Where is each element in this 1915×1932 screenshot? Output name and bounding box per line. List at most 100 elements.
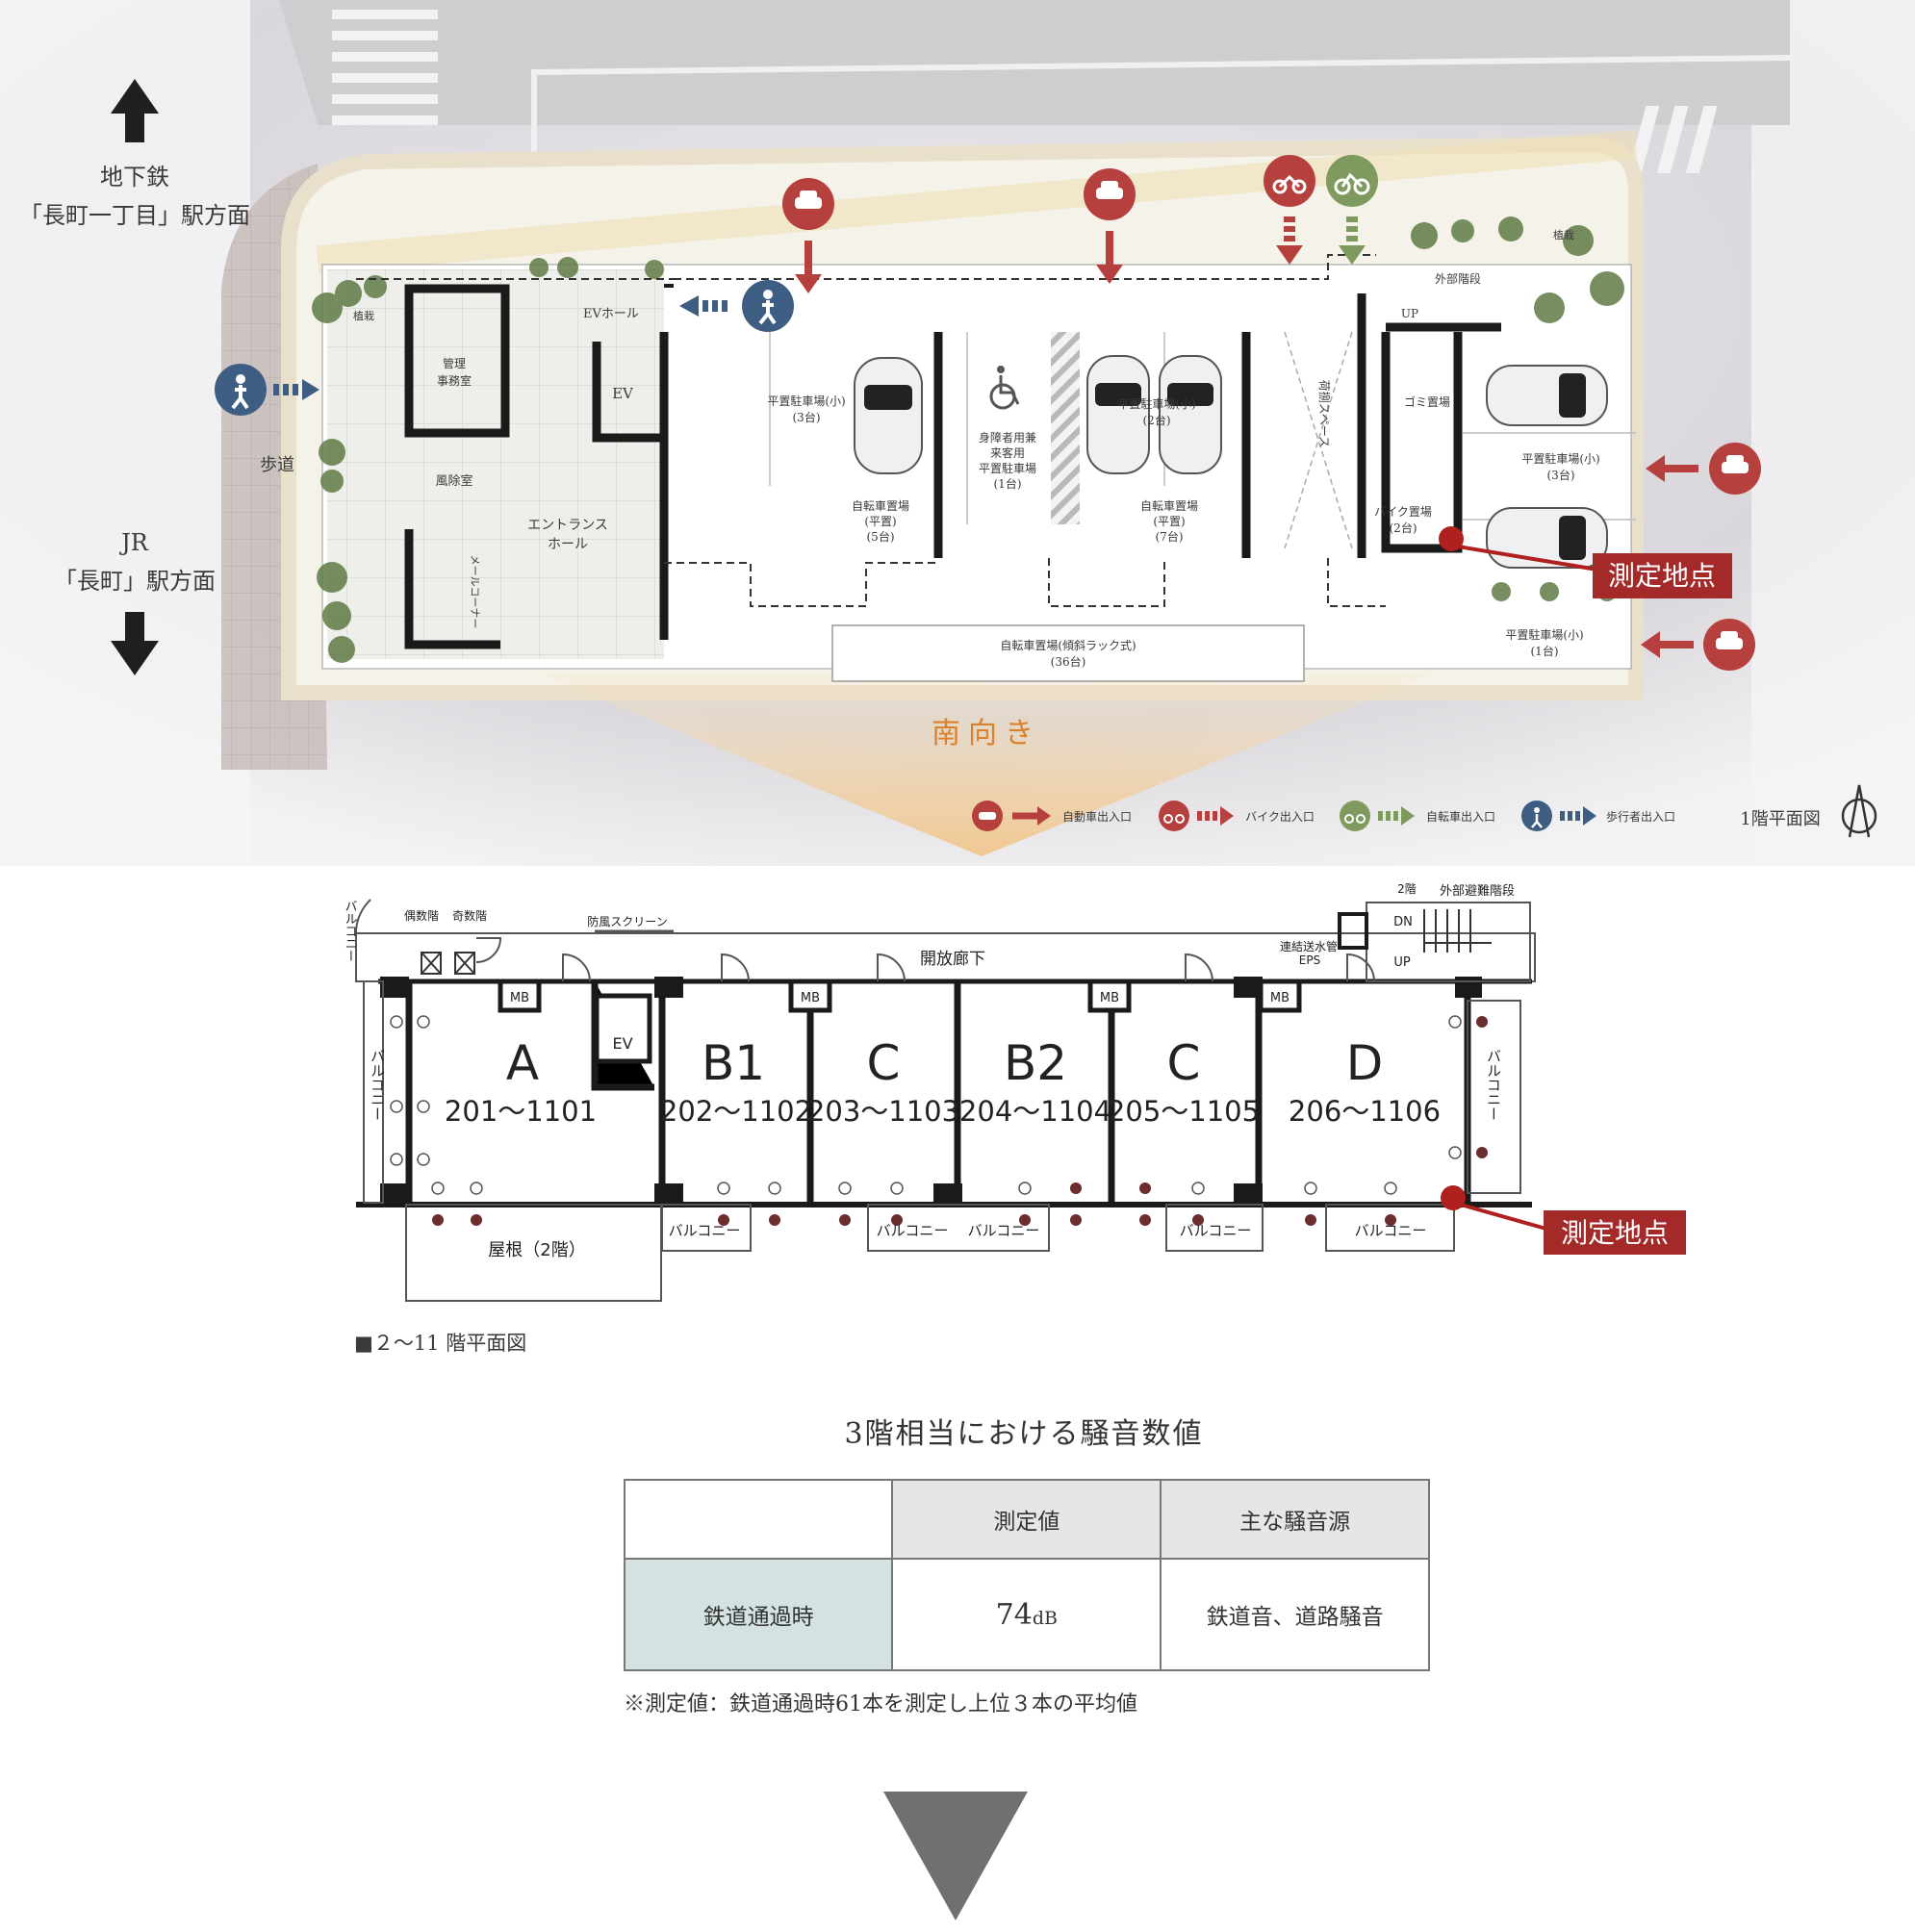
even-floor-label: 偶数階 <box>404 908 439 923</box>
svg-text:(3台): (3台) <box>1547 468 1575 482</box>
mb-label-4: MB <box>1270 991 1289 1005</box>
svg-text:(2台): (2台) <box>1143 413 1171 427</box>
unit-A: A 201〜1101 <box>445 1035 597 1128</box>
row-label: 鉄道通過時 <box>623 1558 894 1671</box>
unit-range: 205〜1105 <box>1108 1095 1260 1128</box>
balcony-label-c1: バルコニー <box>877 1222 949 1239</box>
unit-D: D 206〜1106 <box>1289 1035 1441 1128</box>
svg-text:(7台): (7台) <box>1156 529 1184 544</box>
bicycle-entrance <box>1326 155 1378 265</box>
pipe-label: 連結送水管 <box>1280 939 1338 953</box>
car-entrance-2 <box>1084 168 1136 284</box>
odd-floor-label: 奇数階 <box>452 908 487 923</box>
measure-point-label-2: 測定地点 <box>1561 1217 1669 1249</box>
svg-text:(1台): (1台) <box>1531 644 1559 658</box>
svg-text:ホール: ホール <box>548 537 588 552</box>
roof-label: 屋根（2階） <box>488 1240 585 1260</box>
site-plan-text: 地下鉄 「長町一丁目」駅方面 JR 「長町」駅方面 歩道 南向き 1階平面図 測… <box>19 164 1821 829</box>
wheelchair-icon <box>989 375 1020 410</box>
measure-point-dot-2 <box>1441 1185 1466 1210</box>
north-direction-line1: 地下鉄 <box>100 164 169 191</box>
car-entrance-4 <box>1641 619 1755 671</box>
legend-pedestrian: 歩行者出入口 <box>1606 809 1675 824</box>
mb-label-3: MB <box>1100 991 1119 1005</box>
balcony-label-nw: バルコニー <box>343 900 358 962</box>
up-label-floor: UP <box>1393 955 1411 970</box>
table-header-measured: 測定値 <box>891 1479 1162 1560</box>
table-note: ※測定値：鉄道通過時61本を測定し上位３本の平均値 <box>624 1692 1137 1716</box>
floor-plan-caption: ■２～11 階平面図 <box>354 1332 526 1355</box>
sidewalk-label: 歩道 <box>260 455 294 475</box>
south-direction-line2: 「長町」駅方面 <box>54 568 216 595</box>
bike-rack-36-label: 自転車置場(傾斜ラック式) <box>1000 639 1136 652</box>
unit-letter: C <box>1167 1035 1201 1091</box>
unit-C-1: C 203〜1103 <box>807 1035 959 1128</box>
svg-text:(平置): (平置) <box>1153 515 1185 528</box>
loading-space-label: 荷捌スペース <box>1317 380 1332 448</box>
scroll-down-arrow-icon[interactable] <box>883 1792 1028 1924</box>
pedestrian-entrance-top <box>679 280 794 332</box>
dn-label: DN <box>1393 915 1413 929</box>
svg-text:平置駐車場: 平置駐車場 <box>979 461 1036 475</box>
balcony-label-east: バルコニー <box>1485 1049 1502 1121</box>
noise-table: 測定値 主な騒音源 鉄道通過時 74dB 鉄道音、道路騒音 <box>623 1479 1430 1671</box>
unit-B1: B1 202〜1102 <box>660 1035 812 1128</box>
floor2-label: 2階 <box>1397 881 1417 896</box>
balcony-label-c2: バルコニー <box>1180 1222 1252 1239</box>
measured-value-cell: 74dB <box>891 1558 1162 1671</box>
compass-icon <box>1841 784 1877 838</box>
svg-text:(5台): (5台) <box>867 529 895 544</box>
north-direction-line2: 「長町一丁目」駅方面 <box>19 202 250 229</box>
parking-right-3-label: 平置駐車場(小) <box>1521 451 1599 466</box>
measured-value: 74 <box>995 1597 1033 1632</box>
svg-text:(1台): (1台) <box>994 476 1022 491</box>
unit-range: 203〜1103 <box>807 1095 959 1128</box>
balcony-label-west: バルコニー <box>369 1049 386 1121</box>
measure-point-label: 測定地点 <box>1608 560 1716 592</box>
legend-motorbike: バイク出入口 <box>1245 810 1315 824</box>
unit-letter: C <box>867 1035 901 1091</box>
unit-range: 201〜1101 <box>445 1095 597 1128</box>
planting-label-2: 植栽 <box>1553 228 1574 242</box>
svg-text:来客用: 来客用 <box>990 445 1025 460</box>
balcony-label-d: バルコニー <box>1355 1222 1427 1239</box>
bike-flat-7-label: 自転車置場 <box>1140 499 1198 513</box>
entrance-hall-label: エントランス <box>527 518 608 533</box>
legend-bicycle: 自転車出入口 <box>1426 810 1495 824</box>
balcony-label-b1: バルコニー <box>669 1222 741 1239</box>
typical-floor-plan: 測定地点 A 201〜1101 B1 202〜1102 C 203〜1103 B… <box>343 881 1686 1355</box>
mb-label-2: MB <box>801 991 820 1005</box>
north-arrow <box>111 79 159 142</box>
legend-car: 自動車出入口 <box>1062 810 1132 824</box>
unit-C-2: C 205〜1105 <box>1108 1035 1260 1128</box>
unit-letter: B2 <box>1004 1035 1067 1091</box>
office-label: 管理 <box>443 356 466 370</box>
car-entrance-1 <box>782 178 834 293</box>
south-arrow <box>111 612 159 675</box>
parking-right-1-label: 平置駐車場(小) <box>1505 627 1583 642</box>
ev-label-floor: EV <box>612 1034 632 1053</box>
svg-text:事務室: 事務室 <box>437 373 472 388</box>
noise-table-title: 3階相当における騒音数値 <box>844 1417 1204 1451</box>
unit-range: 202〜1102 <box>660 1095 812 1128</box>
corridor-label: 開放廊下 <box>920 950 985 969</box>
svg-text:(平置): (平置) <box>864 515 896 528</box>
eps-label: EPS <box>1299 953 1320 967</box>
windscreen-label: 防風スクリーン <box>587 914 667 928</box>
svg-text:(36台): (36台) <box>1051 654 1086 669</box>
ev-label: EV <box>612 385 634 402</box>
external-stairs-label: 外部階段 <box>1435 271 1481 286</box>
unit-letter: D <box>1346 1035 1384 1091</box>
unit-letter: A <box>506 1035 539 1091</box>
parking-small-2-label: 平置駐車場(小) <box>1117 396 1195 411</box>
planting-label: 植栽 <box>353 309 374 322</box>
measure-point-dot <box>1439 526 1464 551</box>
unit-B2: B2 204〜1104 <box>959 1035 1111 1128</box>
mail-corner-label: メールコーナー <box>469 555 481 629</box>
balcony-label-b2: バルコニー <box>968 1222 1040 1239</box>
south-direction-line1: JR <box>118 529 149 556</box>
moto-parking-label: バイク置場 <box>1374 505 1432 519</box>
bike-flat-5-label: 自転車置場 <box>852 499 909 513</box>
parking-small-3-label: 平置駐車場(小) <box>767 394 845 408</box>
up-label: UP <box>1401 307 1418 320</box>
